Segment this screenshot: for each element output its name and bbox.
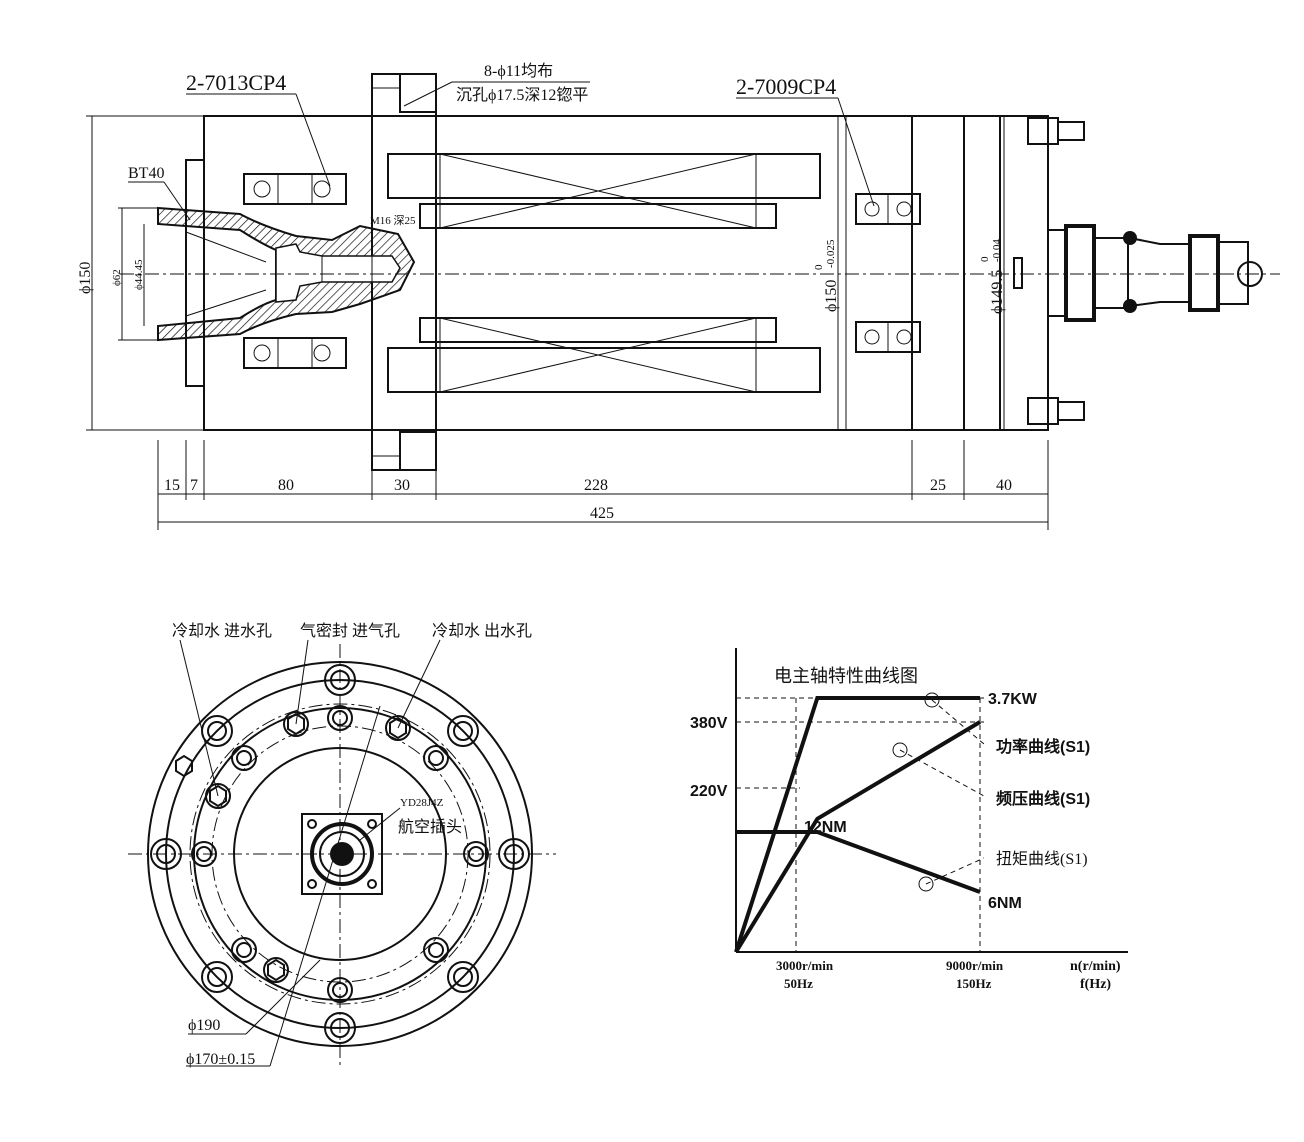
cooling-out-label: 冷却水 出水孔 bbox=[432, 622, 532, 640]
dia-body-tol-up: 0 bbox=[813, 264, 825, 270]
rear-bearings bbox=[855, 193, 921, 353]
dim-228: 228 bbox=[584, 477, 608, 494]
dia-rear-label: ϕ149.5 bbox=[989, 270, 1006, 314]
inner-bolt-holes bbox=[191, 705, 489, 1003]
dia-body-label: ϕ150 bbox=[823, 280, 840, 312]
torque-curve bbox=[736, 830, 981, 894]
dia-44-label: ϕ44.45 bbox=[133, 259, 145, 290]
outer-bolt-holes bbox=[150, 664, 530, 1044]
x-tick-speed-2: 9000r/min bbox=[946, 958, 1004, 973]
power-end-label: 3.7KW bbox=[988, 691, 1038, 708]
side-view: 2-7013CP4 2-7009CP4 8-ϕ11均布 沉孔ϕ17.5深12锪平… bbox=[77, 62, 1280, 530]
x-axis-label-2: f(Hz) bbox=[1080, 977, 1111, 992]
dia-rear-tol-low: -0.04 bbox=[991, 239, 1003, 262]
connector-name-label: 航空插头 bbox=[398, 818, 462, 836]
spindle-taper-section bbox=[157, 206, 416, 342]
x-axis-label: n(r/min) bbox=[1070, 959, 1121, 974]
fittings bbox=[175, 711, 411, 983]
bearing-front-label: 2-7013CP4 bbox=[186, 70, 286, 95]
chart-series bbox=[734, 696, 982, 954]
connector-model-label: YD28J4Z bbox=[400, 797, 444, 809]
power-series-label: 功率曲线(S1) bbox=[996, 737, 1090, 756]
taper-label: BT40 bbox=[128, 165, 164, 182]
cooling-in-label: 冷却水 进水孔 bbox=[172, 622, 272, 640]
rear-connector bbox=[1013, 117, 1263, 425]
dim-15: 15 bbox=[164, 477, 180, 494]
holes-note-1: 8-ϕ11均布 bbox=[484, 62, 553, 80]
voltage-curve bbox=[734, 720, 982, 954]
x-tick-freq-2: 150Hz bbox=[956, 976, 992, 991]
dim-40: 40 bbox=[996, 477, 1012, 494]
holes-note-2: 沉孔ϕ17.5深12锪平 bbox=[456, 86, 588, 104]
front-nose bbox=[185, 159, 205, 387]
thread-label: M16 深25 bbox=[370, 214, 416, 227]
dim-25: 25 bbox=[930, 477, 946, 494]
dia-62-label: ϕ62 bbox=[111, 269, 123, 286]
y-tick-380: 380V bbox=[690, 715, 728, 732]
dia-body-tol-low: -0.025 bbox=[825, 239, 837, 268]
front-bearings bbox=[243, 173, 347, 369]
power-curve bbox=[734, 696, 980, 953]
dim-30: 30 bbox=[394, 477, 410, 494]
torque-series-label: 扭矩曲线(S1) bbox=[996, 850, 1088, 868]
dia-170-label: ϕ170±0.15 bbox=[186, 1051, 255, 1068]
length-dimensions bbox=[157, 440, 1049, 530]
aviation-connector bbox=[301, 813, 383, 895]
voltage-series-label: 频压曲线(S1) bbox=[996, 789, 1090, 808]
dim-7: 7 bbox=[190, 477, 198, 494]
torque-end-label: 6NM bbox=[988, 895, 1022, 912]
x-tick-speed-1: 3000r/min bbox=[776, 958, 834, 973]
stator-rotor bbox=[387, 153, 821, 393]
characteristic-chart: 电主轴特性曲线图 380V 220V 3.7KW 功率曲线(S1) 频压曲线(S… bbox=[690, 648, 1128, 992]
dim-80: 80 bbox=[278, 477, 294, 494]
front-view: 冷却水 进水孔 气密封 进气孔 冷却水 出水孔 YD28J4Z 航空插头 ϕ19… bbox=[128, 622, 556, 1068]
dia-190-label: ϕ190 bbox=[188, 1017, 220, 1034]
dim-total: 425 bbox=[590, 505, 614, 522]
air-seal-label: 气密封 进气孔 bbox=[300, 622, 400, 640]
x-tick-freq-1: 50Hz bbox=[784, 976, 813, 991]
chart-title: 电主轴特性曲线图 bbox=[774, 666, 918, 686]
bearing-rear-label: 2-7009CP4 bbox=[736, 74, 836, 99]
dia-outer-label: ϕ150 bbox=[77, 262, 94, 294]
y-tick-220: 220V bbox=[690, 783, 728, 800]
dia-rear-tol-up: 0 bbox=[979, 256, 991, 262]
torque-start-label: 12NM bbox=[804, 819, 847, 836]
